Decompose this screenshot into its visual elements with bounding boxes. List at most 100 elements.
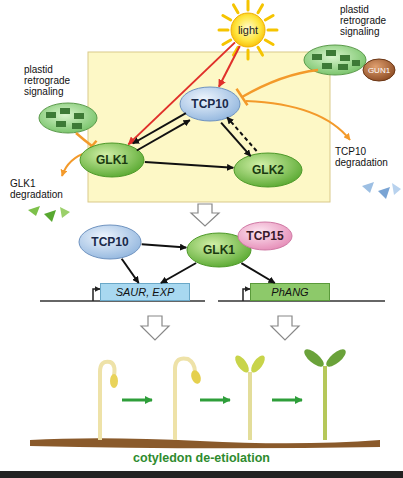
bottom-bar: [0, 471, 403, 478]
node-ellipse: [231, 13, 265, 47]
sun-ray: [265, 16, 273, 21]
gene-box: PhANG: [250, 283, 330, 301]
node-text: PhANG: [271, 286, 308, 298]
protein-ellipse: TCP15: [237, 221, 293, 251]
regulation-arrow: [221, 123, 251, 157]
thylakoid: [326, 50, 336, 56]
node-text: SAUR, EXP: [116, 286, 175, 298]
light-sun: light: [230, 12, 266, 48]
seedling-etiolated: [100, 362, 118, 440]
fragment: [378, 187, 390, 199]
regulation-arrow: [145, 162, 234, 168]
sun-ray: [247, 1, 250, 10]
signaling-box: [88, 52, 330, 202]
regulation-arrow: [133, 113, 186, 143]
fragment: [60, 207, 70, 218]
node-ellipse: [238, 222, 292, 250]
seedling-stem: [175, 358, 195, 440]
regulation-arrow: [122, 259, 139, 283]
seedling-opening: [233, 353, 268, 440]
thylakoid: [338, 64, 348, 70]
thylakoid: [56, 121, 66, 127]
chloroplast-body: [39, 103, 97, 133]
signal-label: plastid retrograde signaling: [340, 4, 402, 37]
regulation-arrow: [142, 244, 187, 247]
promoter-arrow: [93, 289, 100, 301]
thylakoid: [312, 54, 322, 60]
progress-arrow: [272, 399, 302, 402]
fragment: [44, 210, 56, 222]
promoter-arrow: [243, 289, 250, 301]
gene-box: SAUR, EXP: [100, 283, 190, 301]
sun-ray: [234, 47, 239, 55]
degraded-fragments: [362, 182, 401, 199]
sun-rays: [219, 1, 277, 59]
degradation-label: TCP10 degradation: [335, 146, 401, 168]
process-label: cotyledon de-etiolation: [0, 453, 403, 464]
hollow-arrow: [271, 316, 299, 340]
node-text: light: [238, 24, 258, 36]
degraded-fragments: [28, 206, 70, 222]
regulation-arrow: [219, 46, 240, 87]
protein-ellipse: GLK2: [233, 152, 303, 188]
inhibition-line: [76, 133, 92, 146]
node-text: TCP15: [246, 229, 283, 243]
degradation-label: GLK1 degradation: [10, 178, 76, 200]
thylakoid: [352, 60, 360, 66]
inhibition-line: [242, 70, 318, 97]
node-ellipse: [79, 225, 141, 259]
cotyledon: [189, 369, 202, 385]
seedling-hook-opening: [175, 358, 203, 440]
hollow-arrow: [141, 316, 169, 340]
sun-ray: [258, 47, 263, 55]
node-text: TCP10: [191, 97, 228, 111]
sun-ray: [268, 29, 277, 32]
seedling-green: [302, 346, 349, 440]
seedling-stem: [323, 366, 327, 440]
sun-ray: [234, 5, 239, 13]
sun-ray: [223, 16, 231, 21]
node-text: GLK1: [203, 243, 235, 257]
fragment: [392, 183, 401, 195]
sun-ray: [223, 40, 231, 45]
protein-ellipse: GLK1: [79, 142, 145, 178]
cotyledon: [302, 346, 327, 369]
node-ellipse: [80, 143, 144, 177]
node-text: GLK2: [252, 163, 284, 177]
node-text: TCP10: [91, 235, 128, 249]
sun-ray: [265, 40, 273, 45]
thylakoid: [60, 108, 70, 114]
cotyledon: [110, 374, 118, 388]
seedling-stem: [100, 362, 115, 440]
soil: [30, 438, 380, 448]
cotyledon: [233, 353, 252, 375]
fragment: [362, 182, 374, 193]
regulation-arrow: [137, 120, 190, 150]
sun-ray: [247, 50, 250, 59]
signal-label: plastid retrograde signaling: [24, 64, 86, 97]
regulation-arrow: [241, 263, 274, 283]
fragment: [28, 206, 40, 216]
protein-ellipse: TCP10: [179, 86, 241, 122]
node-ellipse: [363, 59, 395, 81]
regulation-arrow: [161, 263, 196, 283]
protein-ellipse: TCP10: [78, 224, 142, 260]
node-ellipse: [234, 153, 302, 187]
progress-arrow: [122, 399, 152, 402]
regulation-arrow: [227, 117, 257, 151]
sun-ray: [258, 5, 263, 13]
thylakoid: [340, 55, 350, 61]
thylakoid: [322, 63, 332, 69]
cotyledon: [249, 353, 268, 375]
protein-circle: GUN1: [362, 58, 396, 82]
thylakoid: [72, 123, 82, 129]
thylakoid: [46, 112, 56, 118]
node-text: GUN1: [368, 66, 390, 75]
seedling-stem: [248, 372, 252, 440]
sun-ray: [219, 29, 228, 32]
thylakoid: [74, 113, 84, 119]
progress-arrow: [200, 399, 230, 402]
chloroplast: [39, 103, 97, 133]
hollow-arrow: [191, 204, 219, 226]
